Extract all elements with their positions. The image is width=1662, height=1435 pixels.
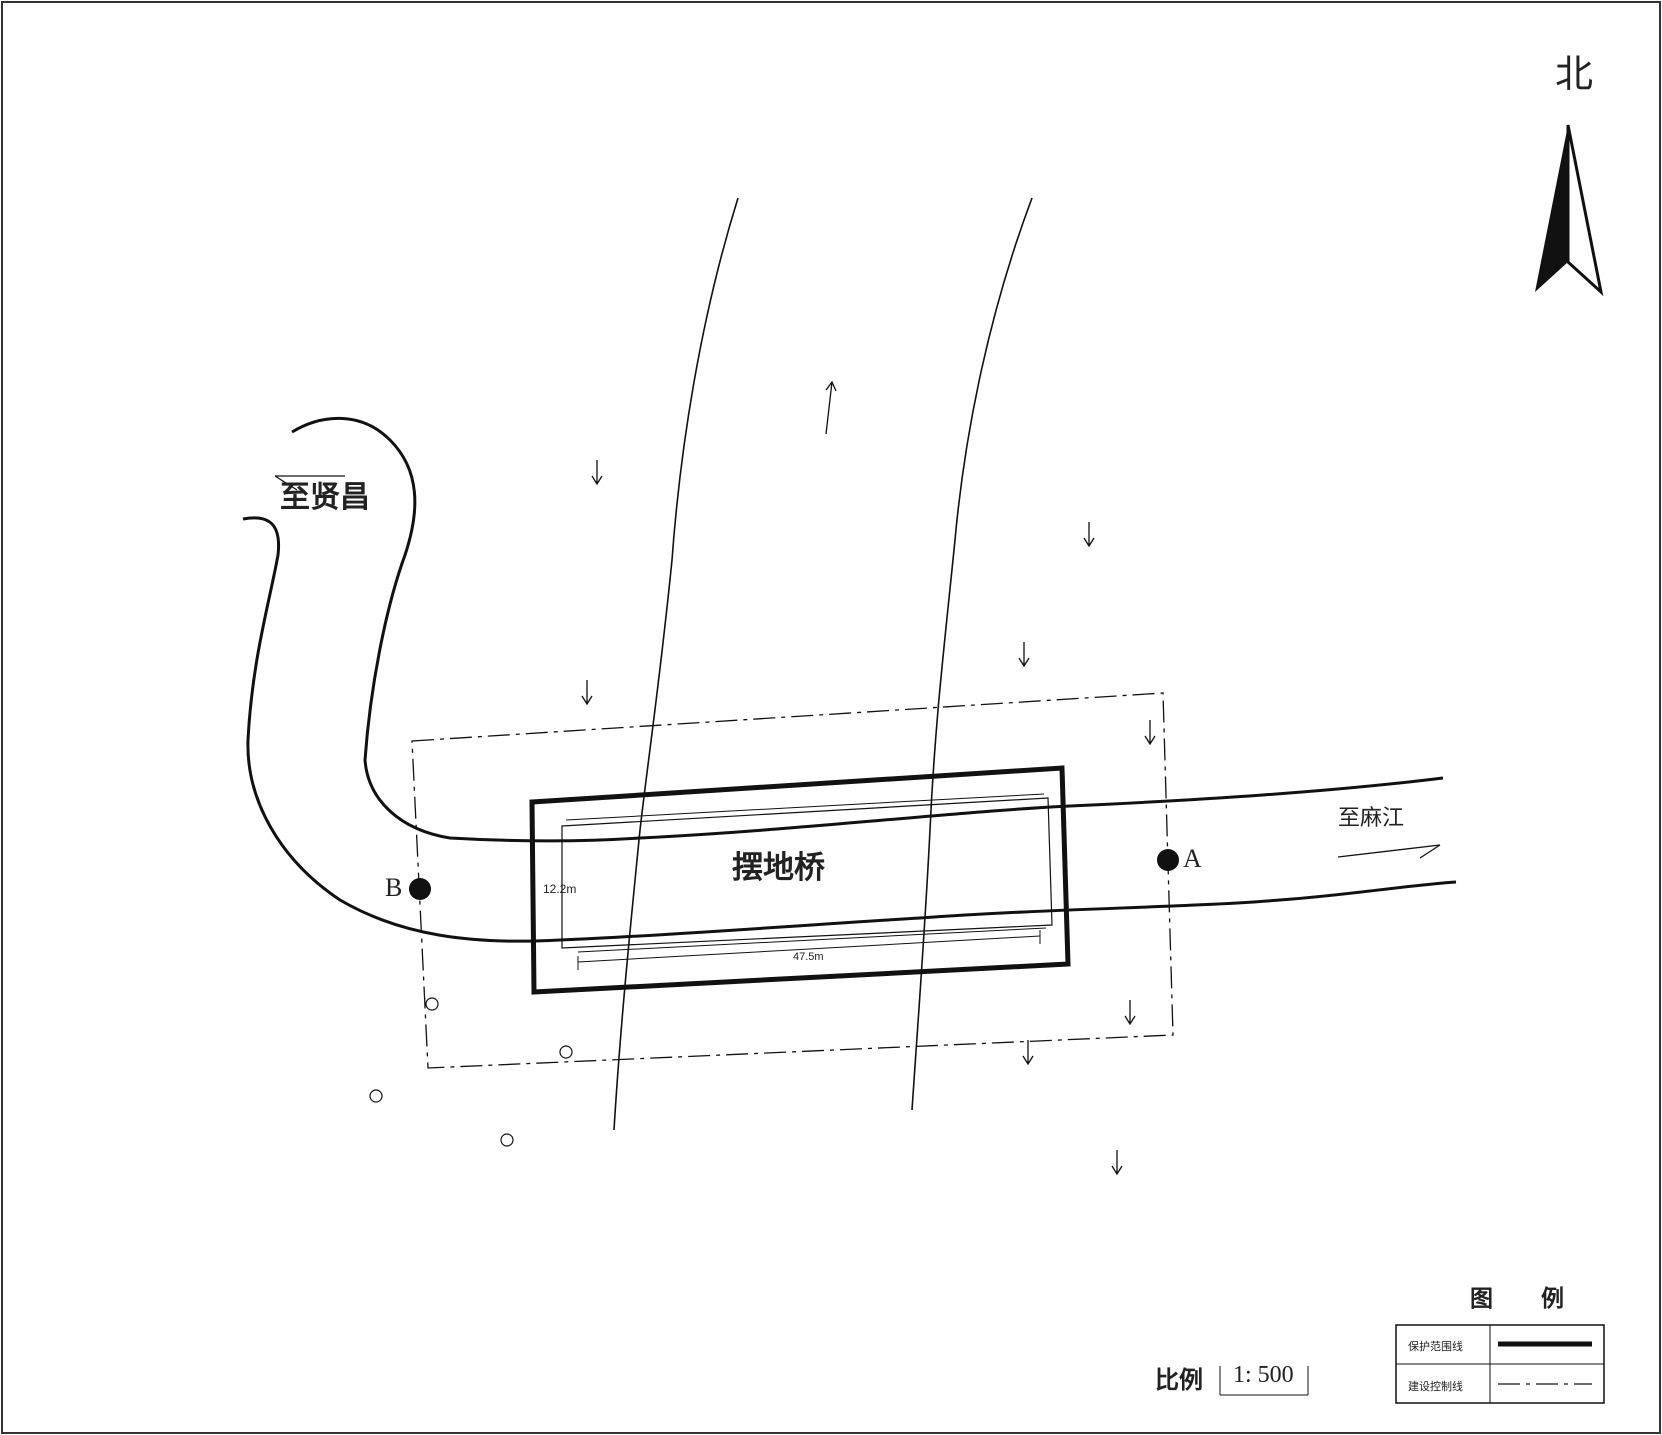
flow-arrow-down-icon: [1144, 720, 1156, 746]
legend-item-protect-label: 保护范围线: [1408, 1340, 1463, 1353]
flow-arrow-down-icon: [1083, 522, 1095, 548]
direction-arrow-xianchang-icon: [274, 475, 345, 491]
flow-arrow-down-icon: [1111, 1150, 1123, 1176]
flow-arrows: [581, 380, 1156, 1176]
stream-bank-west: [613, 197, 739, 1131]
flow-arrow-down-icon: [1018, 642, 1030, 668]
length-dimension-label: 47.5m: [793, 951, 824, 963]
bridge-rail-north: [565, 793, 1045, 821]
bridge-rail-south: [577, 927, 1047, 953]
legend-item-control-label: 建设控制线: [1408, 1380, 1463, 1393]
width-dimension-label: 12.2m: [543, 882, 577, 896]
survey-point-a: [1157, 849, 1179, 871]
tree-icon: [369, 1089, 383, 1103]
protection-range-line: [529, 765, 1071, 995]
tree-icon: [500, 1133, 514, 1147]
scale-value: 1: 500: [1233, 1362, 1294, 1388]
survey-point-a-label: A: [1183, 844, 1202, 873]
place-label-xianchang: 至贤昌: [280, 480, 370, 515]
construction-control-line: [411, 692, 1174, 1069]
direction-arrow-majiang-icon: [1337, 844, 1441, 859]
road-edge-north: [291, 416, 1444, 843]
north-label: 北: [1555, 52, 1594, 96]
flow-arrow-down-icon: [1124, 1000, 1136, 1026]
scale-box: [1219, 1366, 1309, 1396]
north-arrow-icon: [1535, 124, 1604, 297]
tree-markers: [369, 997, 573, 1147]
tree-icon: [425, 997, 439, 1011]
flow-arrow-down-icon: [591, 460, 603, 486]
place-label-majiang: 至麻江: [1338, 806, 1405, 831]
survey-point-b: [409, 878, 431, 900]
bridge-name: 摆地桥: [732, 850, 825, 886]
legend-title: 图 例: [1470, 1286, 1585, 1312]
stream-bank-east: [911, 197, 1033, 1111]
road-edge-south: [242, 516, 1457, 943]
scale-label: 比例: [1155, 1366, 1203, 1394]
survey-point-b-label: B: [385, 873, 403, 902]
length-dimension-line: [577, 935, 1041, 963]
flow-arrow-down-icon: [581, 680, 593, 706]
legend-box: [1395, 1324, 1605, 1404]
flow-arrow-down-icon: [1022, 1040, 1034, 1066]
flow-arrow-up-icon: [825, 380, 837, 435]
tree-icon: [559, 1045, 573, 1059]
